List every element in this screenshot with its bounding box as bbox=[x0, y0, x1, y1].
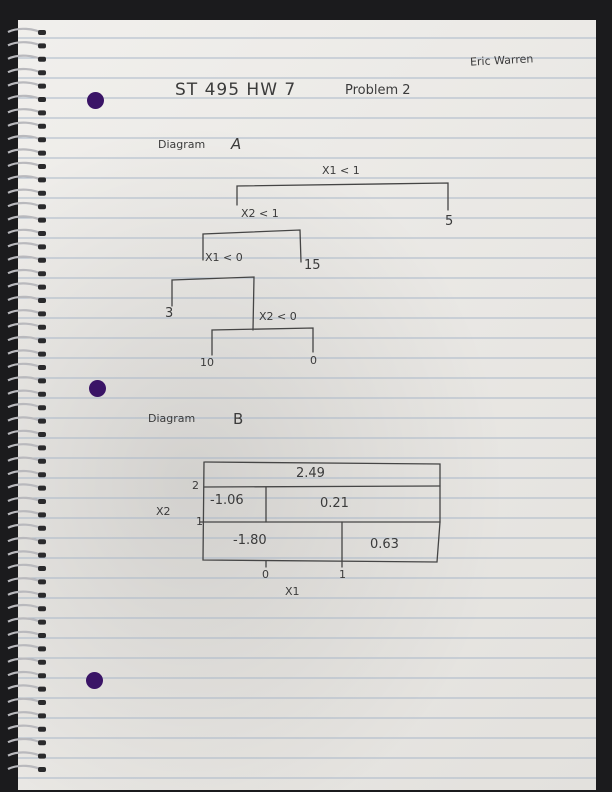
split-label-4: X2 < 0 bbox=[259, 310, 297, 323]
spiral-hole bbox=[38, 231, 46, 236]
split-label-1: X1 < 1 bbox=[322, 164, 360, 177]
punch-hole-bottom bbox=[86, 672, 103, 689]
spiral-hole bbox=[38, 633, 46, 638]
spiral-hole bbox=[38, 284, 46, 290]
tree-a-branch-2 bbox=[202, 229, 302, 263]
spiral-hole bbox=[38, 485, 46, 491]
spiral-hole bbox=[38, 619, 46, 625]
spiral-hole bbox=[38, 418, 46, 424]
ruled-lines bbox=[18, 37, 596, 779]
spiral-hole bbox=[38, 257, 46, 263]
spiral-hole bbox=[38, 298, 46, 303]
spiral-hole bbox=[38, 137, 46, 143]
spiral-hole bbox=[38, 740, 46, 746]
spiral-hole bbox=[38, 539, 46, 545]
spiral-hole bbox=[38, 217, 46, 223]
y-tick-1: 1 bbox=[196, 515, 203, 528]
spiral-hole bbox=[38, 686, 46, 692]
spiral-hole bbox=[38, 646, 46, 652]
spiral-hole bbox=[38, 271, 46, 277]
spiral-hole bbox=[38, 512, 46, 518]
partition-outer bbox=[202, 461, 441, 563]
spiral-hole bbox=[38, 458, 46, 464]
spiral-hole bbox=[38, 150, 46, 156]
spiral-hole bbox=[38, 673, 46, 679]
punch-hole-middle bbox=[89, 380, 106, 397]
spiral-hole bbox=[38, 311, 46, 317]
region-value-bottom-right: 0.63 bbox=[370, 537, 399, 552]
spiral-hole bbox=[38, 579, 46, 585]
region-value-mid-right: 0.21 bbox=[320, 496, 349, 511]
spiral-hole bbox=[38, 445, 46, 451]
x-tick-1: 1 bbox=[339, 568, 346, 581]
spiral-hole bbox=[38, 43, 46, 49]
spiral-hole bbox=[38, 391, 46, 397]
diagram-b-letter: B bbox=[233, 410, 244, 428]
spiral-hole bbox=[38, 566, 46, 571]
leaf-value-15: 15 bbox=[304, 258, 321, 273]
spiral-hole bbox=[38, 700, 46, 705]
spiral-hole bbox=[38, 56, 46, 62]
spiral-hole bbox=[38, 324, 46, 330]
leaf-value-3: 3 bbox=[165, 306, 174, 321]
diagram-b-label: Diagram bbox=[148, 412, 196, 425]
spiral-hole bbox=[38, 123, 46, 129]
spiral-hole bbox=[38, 164, 46, 169]
spiral-hole bbox=[38, 726, 46, 732]
spiral-hole bbox=[38, 365, 46, 370]
y-axis-label: X2 bbox=[156, 505, 171, 518]
spiral-hole bbox=[38, 606, 46, 612]
spiral-hole bbox=[38, 83, 46, 89]
region-value-top: 2.49 bbox=[296, 466, 325, 481]
spiral-hole bbox=[38, 244, 46, 250]
split-label-2: X2 < 1 bbox=[241, 207, 279, 220]
region-value-mid-left: -1.06 bbox=[210, 493, 244, 508]
spiral-hole bbox=[38, 351, 46, 357]
leaf-value-0: 0 bbox=[310, 354, 317, 367]
spiral-hole bbox=[38, 499, 46, 504]
spiral-hole bbox=[38, 525, 46, 531]
x-axis-label: X1 bbox=[285, 585, 300, 598]
diagram-a-letter: A bbox=[231, 135, 242, 153]
notebook-page bbox=[18, 20, 596, 790]
leaf-value-10: 10 bbox=[200, 356, 214, 369]
spiral-hole bbox=[38, 97, 46, 102]
tree-a-branch-3 bbox=[171, 276, 255, 331]
spiral-hole bbox=[38, 753, 46, 759]
spiral-hole bbox=[38, 110, 46, 116]
split-label-3: X1 < 0 bbox=[205, 251, 243, 264]
spiral-hole bbox=[38, 405, 46, 411]
region-value-bottom-left: -1.80 bbox=[233, 533, 267, 548]
tree-a-root-branch bbox=[236, 182, 449, 211]
spiral-hole bbox=[38, 472, 46, 478]
spiral-hole bbox=[38, 190, 46, 196]
punch-hole-top bbox=[87, 92, 104, 109]
spiral-hole bbox=[38, 70, 46, 76]
spiral-hole bbox=[38, 767, 46, 772]
leaf-value-5: 5 bbox=[445, 214, 454, 229]
spiral-hole bbox=[38, 592, 46, 598]
spiral-hole bbox=[38, 552, 46, 558]
spiral-hole bbox=[38, 204, 46, 210]
spiral-binding bbox=[7, 27, 46, 772]
partition-line-y2 bbox=[203, 485, 441, 488]
spiral-hole bbox=[38, 30, 46, 35]
tree-a-branch-4 bbox=[211, 327, 314, 356]
spiral-hole bbox=[38, 338, 46, 344]
y-tick-2: 2 bbox=[192, 479, 199, 492]
problem-label: Problem 2 bbox=[345, 83, 411, 98]
diagram-a-label: Diagram bbox=[158, 138, 206, 151]
spiral-hole bbox=[38, 432, 46, 437]
x-tick-0: 0 bbox=[262, 568, 269, 581]
spiral-hole bbox=[38, 177, 46, 183]
page-title: ST 495 HW 7 bbox=[175, 80, 297, 100]
spiral-hole bbox=[38, 713, 46, 719]
spiral-hole bbox=[38, 659, 46, 665]
spiral-hole bbox=[38, 378, 46, 384]
